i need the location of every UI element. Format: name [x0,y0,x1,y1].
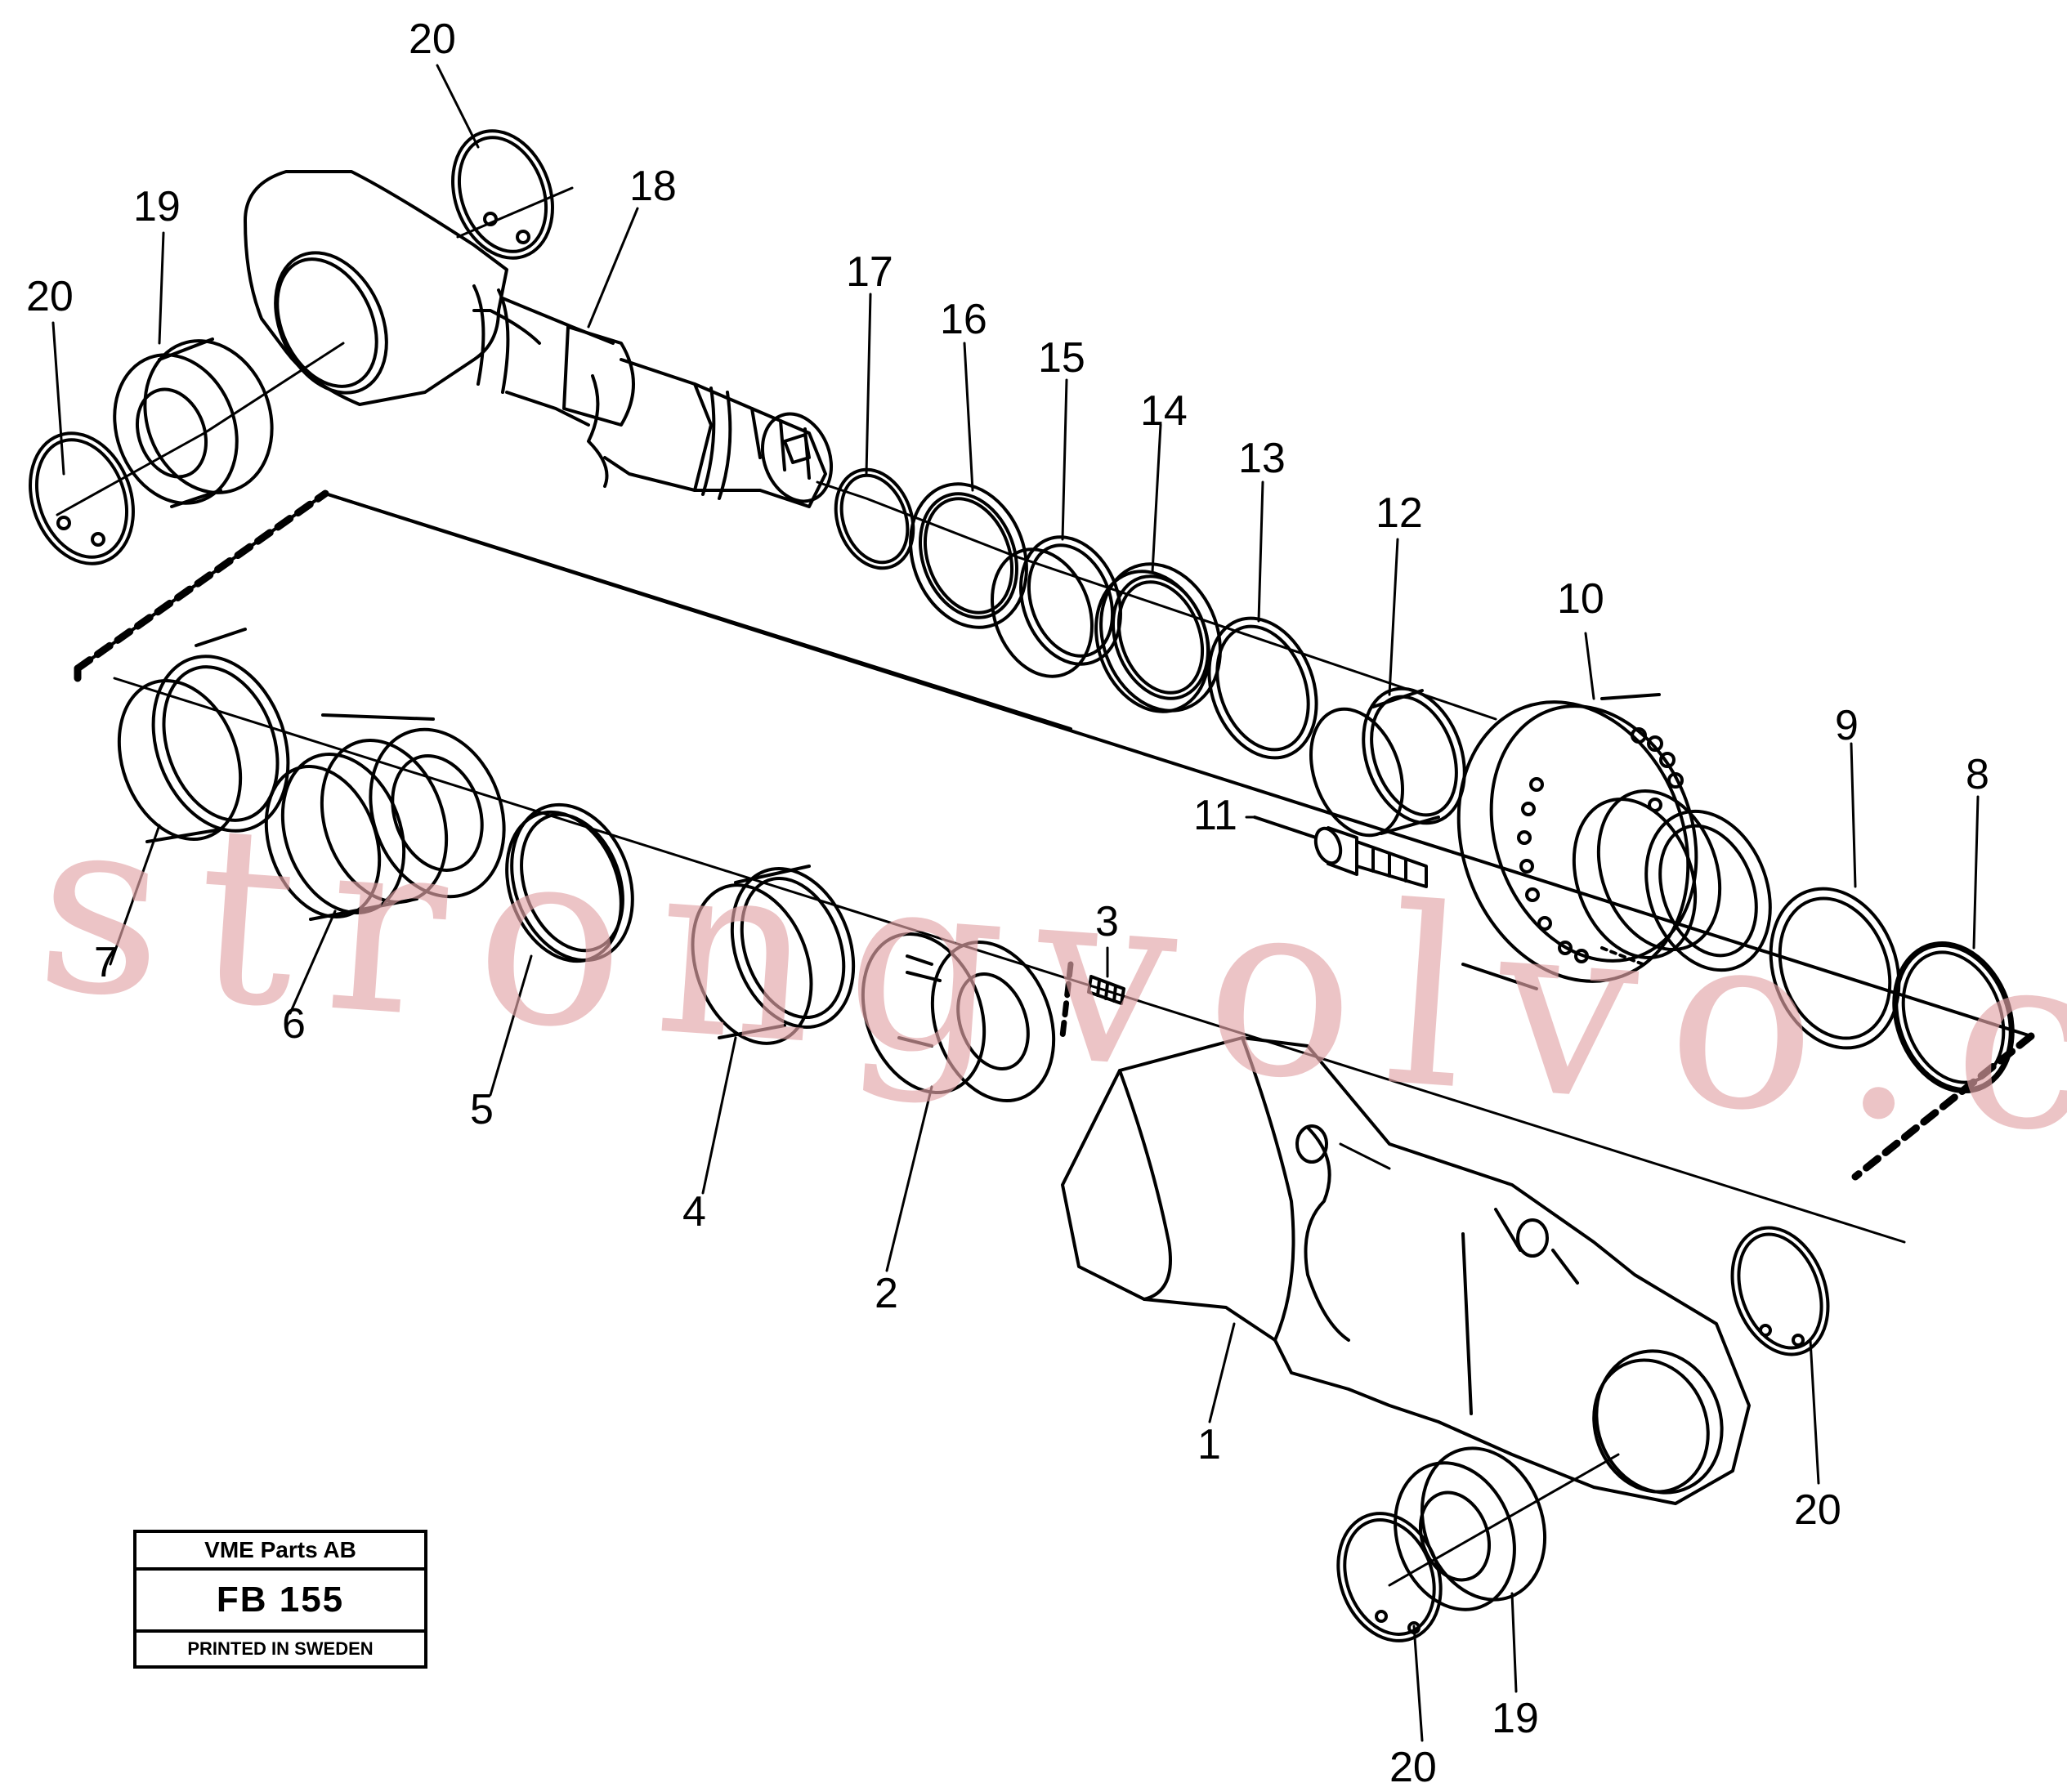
callout-4: 4 [682,1188,706,1236]
callout-20-bottom: 20 [1389,1744,1437,1791]
callout-9: 9 [1835,702,1859,749]
callout-15: 15 [1038,334,1085,382]
title-block-printed: PRINTED IN SWEDEN [187,1638,374,1659]
callout-19-right: 19 [1492,1695,1539,1742]
part-13-backup-ring [1207,616,1318,760]
callout-13: 13 [1238,435,1286,482]
leader-lines [51,64,1980,1742]
callout-10: 10 [1557,575,1604,623]
tube-axis [113,677,1906,1587]
callout-17: 17 [846,248,893,296]
callout-14: 14 [1140,387,1188,435]
part-1-cylinder-tube [1061,1036,1751,1505]
callout-labels: 20 19 20 18 17 16 15 14 13 12 10 11 9 8 … [26,16,1989,1791]
callout-3: 3 [1095,898,1119,945]
callout-6: 6 [282,1000,306,1048]
callout-20-right: 20 [1794,1486,1841,1534]
title-block-code: FB 155 [136,1571,424,1633]
callout-18: 18 [629,163,677,210]
title-block: VME Parts AB FB 155 PRINTED IN SWEDEN [133,1530,427,1669]
part-9-seal-ring [1769,887,1901,1050]
callout-2: 2 [875,1270,898,1317]
part-11-screw [1253,816,1428,888]
assembly-frame [74,489,2035,1181]
part-20-circlip-bottom [1336,1512,1443,1642]
callout-16: 16 [940,296,987,343]
part-16-wiper-ring [909,482,1028,629]
part-2-piston-nut [861,932,1056,1102]
callout-5: 5 [470,1086,494,1133]
part-10-cylinder-head [1456,693,1772,990]
part-20-circlip-top [451,129,554,260]
callout-7: 7 [94,939,118,986]
part-20-circlip-right [1730,1226,1830,1356]
callout-19-left: 19 [133,183,181,230]
title-block-company: VME Parts AB [136,1533,424,1571]
part-8-retaining-ring [1892,941,2015,1094]
callout-8: 8 [1966,751,1989,798]
callout-1: 1 [1197,1421,1221,1468]
part-7-guide-ring [117,628,290,843]
callout-20-left: 20 [26,273,74,320]
part-15-guide-ring [991,535,1122,678]
part-18-piston-rod [244,170,834,508]
part-3-set-screw [1087,975,1125,1005]
part-5-piston-seal [505,802,634,963]
callout-20-top: 20 [409,16,456,63]
part-14-rod-seal [1094,562,1222,713]
part-19-bearing-left [113,337,274,508]
part-17-seal [834,467,915,570]
part-12-bushing [1309,686,1466,838]
part-6-piston [264,713,506,921]
callout-12: 12 [1376,489,1423,537]
part-4-guide-ring [691,865,856,1045]
callout-11: 11 [1193,792,1237,839]
part-20-circlip-left [29,431,135,565]
